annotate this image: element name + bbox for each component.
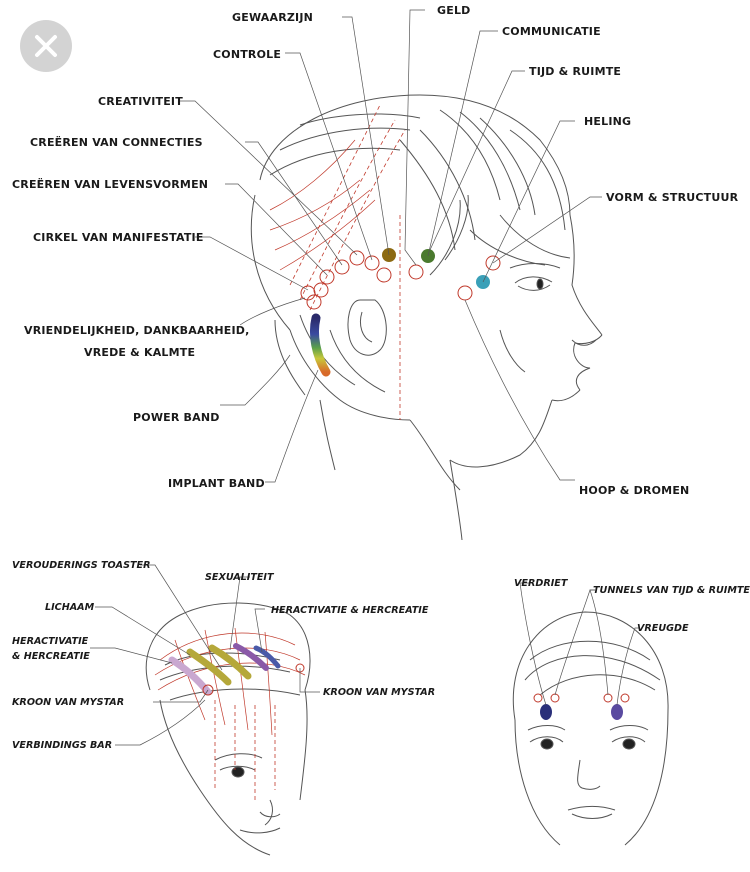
close-button[interactable] (20, 20, 72, 72)
label-power-band: POWER BAND (133, 411, 220, 424)
kroon-point-left (202, 684, 214, 696)
front-face-sketch (512, 611, 669, 846)
label-tijd-ruimte: TIJD & RUIMTE (529, 65, 622, 78)
label-heractivatie-left-line1: HERACTIVATIE (12, 636, 89, 647)
label-lichaam: LICHAAM (45, 602, 95, 613)
crown-red-dashes (214, 700, 276, 800)
label-vriendelijkheid-line2: VREDE & KALMTE (84, 346, 196, 359)
label-kroon-left: KROON VAN MYSTAR (12, 697, 125, 708)
sexualiteit-band (233, 643, 269, 671)
label-vriendelijkheid-line1: VRIENDELIJKHEID, DANKBAARHEID, (24, 324, 250, 337)
face-point-3 (603, 693, 613, 703)
label-creeren-levensvormen: CREËREN VAN LEVENSVORMEN (12, 178, 209, 191)
crown-leader-lines (90, 564, 320, 746)
label-cirkel-manifestatie: CIRKEL VAN MANIFESTATIE (33, 231, 204, 244)
label-heractivatie-right: HERACTIVATIE & HERCREATIE (271, 605, 429, 616)
verdriet-dot (540, 704, 552, 720)
label-controle: CONTROLE (213, 48, 282, 61)
label-vorm-structuur: VORM & STRUCTUUR (606, 191, 739, 204)
communicatie-dot (421, 249, 435, 263)
profile-red-contours (269, 139, 376, 271)
label-gewaarzijn: GEWAARZIJN (232, 11, 314, 24)
label-geld: GELD (437, 4, 471, 17)
close-icon (35, 35, 57, 57)
lichaam-band (168, 656, 212, 696)
label-heling: HELING (584, 115, 632, 128)
label-heractivatie-left-line2: & HERCREATIE (12, 651, 90, 662)
vreugde-dot (611, 704, 623, 720)
face-point-1 (533, 693, 543, 703)
face-point-2 (550, 693, 560, 703)
label-vreugde: VREUGDE (637, 623, 689, 634)
toaster-band-2 (208, 644, 252, 680)
label-creeren-connecties: CREËREN VAN CONNECTIES (30, 136, 203, 149)
face-leader-lines (519, 582, 640, 706)
label-verouderings-toaster: VEROUDERINGS TOASTER (12, 560, 151, 571)
label-hoop-dromen: HOOP & DROMEN (579, 484, 690, 497)
profile-points (300, 250, 501, 310)
face-point-4 (620, 693, 630, 703)
heractivatie-band (253, 645, 281, 669)
label-implant-band: IMPLANT BAND (168, 477, 265, 490)
implant-band-marker (309, 313, 331, 377)
main-leader-lines (180, 9, 602, 483)
label-creativiteit: CREATIVITEIT (98, 95, 183, 108)
profile-head-sketch (250, 94, 603, 541)
label-verbindings-bar: VERBINDINGS BAR (12, 740, 113, 751)
label-communicatie: COMMUNICATIE (502, 25, 601, 38)
label-verdriet: VERDRIET (514, 578, 568, 589)
label-kroon-right: KROON VAN MYSTAR (323, 687, 436, 698)
label-seksualiteit: SEXUALITEIT (205, 572, 274, 583)
label-tunnels: TUNNELS VAN TIJD & RUIMTE (593, 585, 750, 596)
toaster-band-1 (186, 648, 232, 686)
